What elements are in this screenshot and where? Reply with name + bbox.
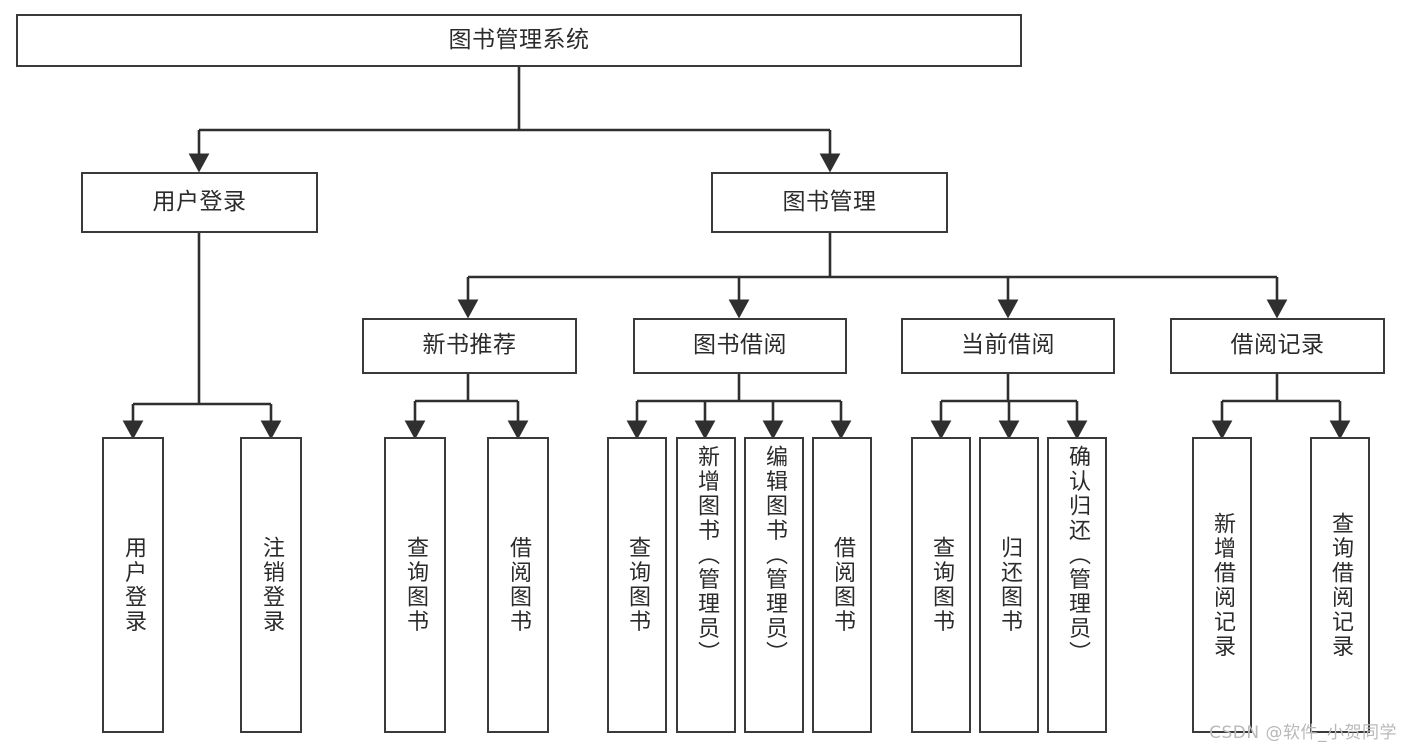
node-leaf-query-book-2-label: 查询图书 bbox=[625, 536, 650, 634]
node-leaf-return-book-label: 归还图书 bbox=[997, 536, 1022, 634]
node-leaf-query-record-label: 查询借阅记录 bbox=[1328, 511, 1353, 659]
csdn-watermark: CSDN @软件_小贺同学 bbox=[1209, 723, 1397, 743]
node-book-manage[interactable]: 图书管理 bbox=[711, 172, 948, 233]
node-root-label: 图书管理系统 bbox=[448, 26, 590, 53]
node-leaf-query-book-1-label: 查询图书 bbox=[403, 536, 428, 634]
node-leaf-borrow-book-2-label: 借阅图书 bbox=[830, 536, 855, 634]
node-leaf-query-record[interactable]: 查询借阅记录 bbox=[1310, 437, 1370, 733]
node-borrow-record-label: 借阅记录 bbox=[1230, 332, 1325, 359]
node-book-borrow[interactable]: 图书借阅 bbox=[633, 318, 847, 374]
node-leaf-return-book[interactable]: 归还图书 bbox=[979, 437, 1039, 733]
node-new-book-rec-label: 新书推荐 bbox=[422, 332, 517, 359]
node-borrow-record[interactable]: 借阅记录 bbox=[1170, 318, 1385, 374]
node-leaf-query-book-2[interactable]: 查询图书 bbox=[607, 437, 667, 733]
node-leaf-user-login[interactable]: 用户登录 bbox=[102, 437, 164, 733]
node-leaf-add-record[interactable]: 新增借阅记录 bbox=[1192, 437, 1252, 733]
node-leaf-borrow-book-2[interactable]: 借阅图书 bbox=[812, 437, 872, 733]
node-leaf-confirm-return[interactable]: 确认归还（管理员） bbox=[1047, 437, 1107, 733]
node-leaf-edit-book-label: 编辑图书（管理员） bbox=[762, 445, 787, 666]
node-new-book-rec[interactable]: 新书推荐 bbox=[362, 318, 577, 374]
node-leaf-add-record-label: 新增借阅记录 bbox=[1210, 511, 1235, 659]
node-user-login[interactable]: 用户登录 bbox=[81, 172, 318, 233]
node-root[interactable]: 图书管理系统 bbox=[16, 14, 1022, 67]
node-leaf-borrow-book-1-label: 借阅图书 bbox=[506, 536, 531, 634]
node-leaf-add-book-label: 新增图书（管理员） bbox=[694, 445, 719, 666]
node-current-borrow-label: 当前借阅 bbox=[961, 332, 1055, 359]
node-leaf-query-book-3[interactable]: 查询图书 bbox=[911, 437, 971, 733]
node-book-borrow-label: 图书借阅 bbox=[693, 332, 787, 359]
node-leaf-logout-label: 注销登录 bbox=[259, 536, 284, 634]
node-leaf-confirm-return-label: 确认归还（管理员） bbox=[1065, 445, 1090, 666]
node-user-login-label: 用户登录 bbox=[152, 188, 247, 215]
node-leaf-query-book-3-label: 查询图书 bbox=[929, 536, 954, 634]
node-book-manage-label: 图书管理 bbox=[782, 188, 877, 215]
node-leaf-query-book-1[interactable]: 查询图书 bbox=[384, 437, 446, 733]
node-current-borrow[interactable]: 当前借阅 bbox=[901, 318, 1115, 374]
node-leaf-user-login-label: 用户登录 bbox=[121, 536, 146, 634]
node-leaf-borrow-book-1[interactable]: 借阅图书 bbox=[487, 437, 549, 733]
node-leaf-edit-book[interactable]: 编辑图书（管理员） bbox=[744, 437, 804, 733]
node-leaf-logout[interactable]: 注销登录 bbox=[240, 437, 302, 733]
node-leaf-add-book[interactable]: 新增图书（管理员） bbox=[676, 437, 736, 733]
